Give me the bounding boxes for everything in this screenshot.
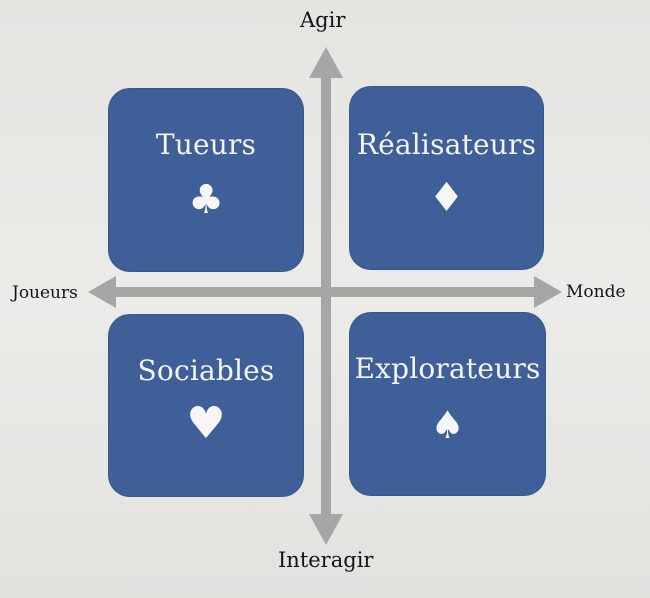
left-arrowhead bbox=[88, 276, 116, 308]
quadrant-label: Réalisateurs bbox=[356, 128, 537, 161]
quadrant-label: Explorateurs bbox=[354, 352, 541, 385]
axis-label-left: Joueurs bbox=[12, 283, 78, 303]
quadrant-explorateurs: Explorateurs ♠ bbox=[349, 312, 546, 496]
right-arrowhead bbox=[534, 276, 562, 308]
spade-icon: ♠ bbox=[430, 403, 465, 447]
quadrant-label: Tueurs bbox=[155, 128, 257, 161]
quadrant-realisateurs: Réalisateurs ♦ bbox=[349, 86, 544, 270]
quadrant-tueurs: Tueurs ♣ bbox=[108, 88, 304, 272]
axis-label-top: Agir bbox=[300, 8, 346, 32]
axis-label-bottom: Interagir bbox=[278, 548, 374, 572]
axis-label-right: Monde bbox=[566, 282, 626, 302]
diamond-icon: ♦ bbox=[428, 175, 465, 221]
up-arrowhead bbox=[309, 47, 343, 78]
quadrant-sociables: Sociables ♥ bbox=[108, 314, 304, 497]
down-arrowhead bbox=[309, 514, 343, 545]
quadrant-label: Sociables bbox=[137, 354, 275, 387]
heart-icon: ♥ bbox=[186, 398, 226, 449]
club-icon: ♣ bbox=[188, 177, 224, 223]
